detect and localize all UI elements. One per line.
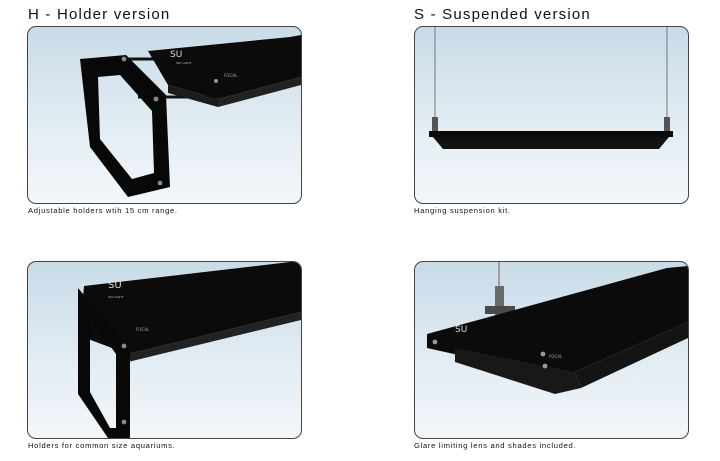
focal-label: FOCAL — [136, 327, 150, 332]
brand-sub-logo: SKY LIGHT — [108, 295, 124, 299]
holder-common-size-caption: Holders for common size aquariums. — [28, 441, 176, 450]
glare-lens-caption: Glare limiting lens and shades included. — [414, 441, 577, 450]
light-bar — [148, 35, 301, 99]
holder-bracket — [78, 288, 130, 438]
suspension-kit-illustration — [429, 27, 673, 149]
brand-logo: SU — [170, 50, 182, 60]
focal-label: FOCAL — [224, 73, 238, 78]
glare-shade — [455, 348, 581, 394]
suspended-version-heading: S - Suspended version — [414, 6, 591, 23]
focal-label: FOCAL — [549, 354, 563, 359]
holder-adjustable-image: SU SKY LIGHT FOCAL — [27, 26, 302, 204]
brand-logo: SU — [108, 280, 122, 291]
holder-common-size-image: SU SKY LIGHT FOCAL — [27, 261, 302, 439]
holder-version-heading: H - Holder version — [28, 6, 171, 23]
light-bar — [80, 262, 301, 354]
light-bar — [427, 266, 688, 372]
suspension-kit-image — [414, 26, 689, 204]
holder-common-size-illustration: SU SKY LIGHT FOCAL — [78, 262, 301, 438]
holder-bracket — [80, 55, 170, 197]
suspension-kit-caption: Hanging suspension kit. — [414, 206, 511, 215]
holder-adjustable-caption: Adjustable holders wtih 15 cm range. — [28, 206, 178, 215]
glare-lens-illustration: SU FOCAL — [427, 262, 688, 394]
glare-lens-image: SU FOCAL — [414, 261, 689, 439]
holder-adjustable-illustration: SU SKY LIGHT FOCAL — [80, 35, 301, 197]
brand-logo: SU — [455, 325, 467, 335]
light-bar — [429, 131, 673, 137]
brand-sub-logo: SKY LIGHT — [176, 61, 192, 65]
